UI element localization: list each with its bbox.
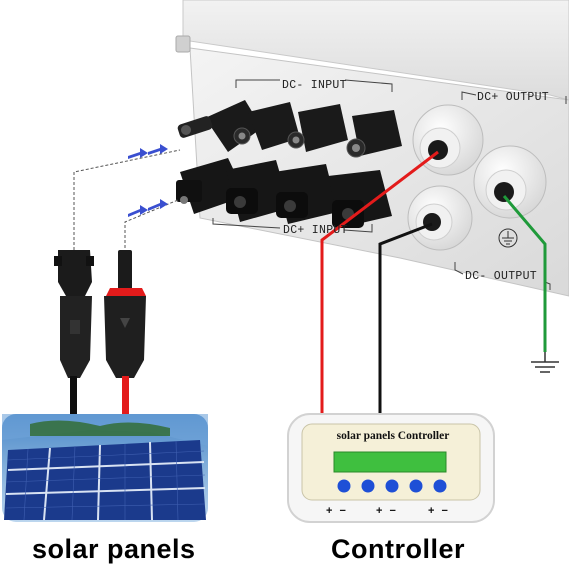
controller-title: solar panels Controller [336, 430, 450, 442]
dc-input-bottom-bracket [212, 218, 373, 233]
mc4-connector-top-4 [346, 110, 402, 158]
dc-input-top-label: DC- INPUT [282, 79, 347, 92]
dc-input-bottom-label: DC+ INPUT [283, 224, 348, 237]
earth-ground-icon [498, 228, 518, 248]
cable-gland-ground [473, 145, 547, 219]
controller-button-2[interactable] [361, 479, 375, 493]
controller-button-4[interactable] [409, 479, 423, 493]
controller-device [287, 413, 495, 523]
controller-button-3[interactable] [385, 479, 399, 493]
mc4-connector-top-3 [287, 104, 348, 152]
controller-button-5[interactable] [433, 479, 447, 493]
mc4-input-row-top [177, 100, 402, 158]
mc4-connector-top-2 [233, 102, 300, 150]
mc4-input-row-bottom [176, 158, 392, 228]
mc4-connector-top-1 [177, 100, 262, 152]
box-latch [175, 35, 191, 53]
controller-terminal-2: + − [376, 505, 398, 517]
dc-plus-output-bracket [461, 91, 567, 104]
red-wire-dc-plus [320, 150, 439, 414]
ground-symbol-icon [531, 352, 559, 373]
mc4-connector-bottom-4 [328, 170, 392, 228]
controller-button-1[interactable] [337, 479, 351, 493]
dc-minus-output-label: DC- OUTPUT [465, 270, 538, 283]
dc-plus-output-label: DC+ OUTPUT [477, 91, 550, 104]
solar-panels-caption: solar panels [32, 534, 196, 564]
controller-lcd [333, 451, 447, 473]
black-wire-dc-minus [378, 222, 433, 414]
controller-buttons [337, 479, 447, 493]
dc-input-top-bracket [235, 79, 393, 92]
controller-terminal-3: + − [428, 505, 450, 517]
controller-caption: Controller [331, 534, 466, 564]
solar-panel-image [2, 414, 208, 522]
mc4-plug-negative [54, 250, 94, 416]
mc4-connector-bottom-2 [226, 160, 290, 222]
cable-gland-dc-minus-output [407, 185, 473, 251]
dashed-guide-lines [73, 149, 181, 250]
mc4-plug-positive [104, 250, 146, 416]
box-lid [182, 0, 569, 101]
controller-terminal-1: + − [326, 505, 348, 517]
green-wire-ground [502, 195, 547, 352]
dc-minus-output-bracket [454, 262, 551, 290]
mc4-connector-bottom-3 [274, 164, 338, 224]
insertion-arrows [128, 144, 168, 217]
